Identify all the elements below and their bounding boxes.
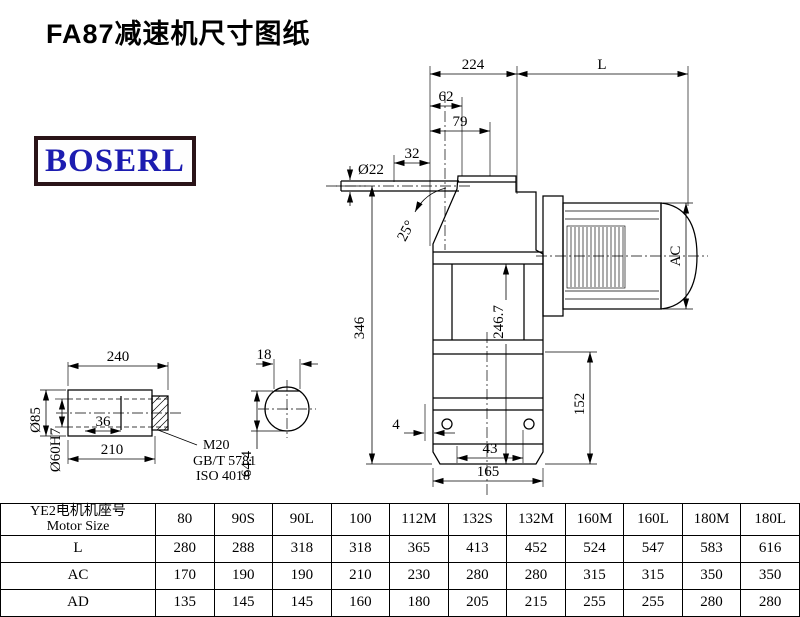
- size-header-cell: 180L: [740, 503, 800, 536]
- header-cn: YE2电机机座号: [30, 504, 126, 519]
- value-cell: 170: [155, 561, 215, 590]
- dim-43: 43: [483, 441, 498, 457]
- dim-246-7: 246.7: [491, 305, 507, 339]
- value-cell: 315: [623, 561, 683, 590]
- size-header-cell: 80: [155, 503, 215, 536]
- value-cell: 318: [272, 534, 332, 563]
- motor-size-header: YE2电机机座号 Motor Size: [0, 503, 156, 536]
- value-cell: 205: [447, 588, 508, 617]
- dim-240: 240: [107, 349, 130, 365]
- motor: [542, 195, 698, 317]
- row-label: L: [0, 534, 156, 563]
- hollow-shaft-view: [67, 389, 169, 437]
- value-cell: 230: [389, 561, 449, 590]
- header-en: Motor Size: [46, 519, 110, 535]
- dim-224: 224: [462, 57, 485, 73]
- value-cell: 524: [564, 534, 625, 563]
- value-cell: 180: [389, 588, 449, 617]
- technical-drawing: 224 L 62 79 32 Ø22 25° 346 246.7 AC 152 …: [28, 57, 708, 496]
- dim-dia22: Ø22: [358, 162, 384, 178]
- dimension-labels: 224 L 62 79 32 Ø22 25° 346 246.7 AC 152 …: [28, 57, 684, 484]
- value-cell: 280: [740, 588, 800, 617]
- value-cell: 452: [506, 534, 566, 563]
- value-cell: 190: [213, 561, 274, 590]
- value-cell: 145: [213, 588, 274, 617]
- shaft-bore-lines: [68, 398, 168, 428]
- motor-body-lines: [565, 210, 659, 300]
- dim-346: 346: [352, 316, 368, 339]
- page-title: FA87减速机尺寸图纸: [46, 19, 311, 49]
- value-cell: 413: [447, 534, 508, 563]
- value-cell: 255: [564, 588, 625, 617]
- dimension-lines: [42, 70, 690, 485]
- centerlines: [56, 92, 708, 496]
- dim-32: 32: [405, 146, 420, 162]
- size-header-cell: 90S: [213, 503, 274, 536]
- dim-AC: AC: [668, 246, 684, 267]
- table-row-L: L 280 288 318 318 365 413 452 524 547 58…: [0, 534, 800, 563]
- dim-165: 165: [477, 464, 500, 480]
- size-header-cell: 132S: [447, 503, 508, 536]
- callout-gbt: GB/T 5781: [193, 454, 256, 469]
- row-label: AC: [0, 561, 156, 590]
- shaft-section-view: [264, 386, 310, 432]
- value-cell: 190: [272, 561, 332, 590]
- size-header-cell: 180M: [681, 503, 742, 536]
- value-cell: 215: [506, 588, 566, 617]
- value-cell: 210: [330, 561, 391, 590]
- dim-64-4: 64.4: [239, 450, 255, 477]
- value-cell: 280: [447, 561, 508, 590]
- value-cell: 255: [623, 588, 683, 617]
- gearbox-housing: [432, 175, 544, 465]
- table-row-AC: AC 170 190 190 210 230 280 280 315 315 3…: [0, 561, 800, 590]
- boserl-logo: BOSERL: [34, 136, 196, 186]
- value-cell: 365: [389, 534, 449, 563]
- value-cell: 280: [681, 588, 742, 617]
- dim-25deg: 25°: [394, 218, 418, 244]
- dim-62: 62: [439, 89, 454, 105]
- value-cell: 288: [213, 534, 274, 563]
- value-cell: 160: [330, 588, 391, 617]
- value-cell: 280: [155, 534, 215, 563]
- dim-L: L: [597, 57, 606, 73]
- thread-hatch: [151, 395, 169, 431]
- value-cell: 616: [740, 534, 800, 563]
- value-cell: 318: [330, 534, 391, 563]
- value-cell: 135: [155, 588, 215, 617]
- size-header-cell: 160L: [623, 503, 683, 536]
- table-row-AD: AD 135 145 145 160 180 205 215 255 255 2…: [0, 588, 800, 617]
- motor-size-table: YE2电机机座号 Motor Size 80 90S 90L 100 112M …: [0, 503, 800, 617]
- dim-210: 210: [101, 442, 124, 458]
- size-header-cell: 112M: [389, 503, 449, 536]
- dim-79: 79: [453, 114, 468, 130]
- dim-36: 36: [96, 414, 112, 430]
- callout-iso: ISO 4018: [196, 469, 250, 484]
- dim-dia60h7: Ø60H7: [48, 427, 64, 472]
- value-cell: 145: [272, 588, 332, 617]
- value-cell: 547: [623, 534, 683, 563]
- value-cell: 350: [681, 561, 742, 590]
- dim-dia85: Ø85: [28, 407, 44, 433]
- logo-text: BOSERL: [45, 142, 185, 179]
- value-cell: 280: [506, 561, 566, 590]
- size-header-cell: 132M: [506, 503, 566, 536]
- value-cell: 315: [564, 561, 625, 590]
- dim-4: 4: [392, 417, 400, 433]
- value-cell: 350: [740, 561, 800, 590]
- callout-m20: M20: [203, 438, 229, 453]
- table-header-row: YE2电机机座号 Motor Size 80 90S 90L 100 112M …: [0, 503, 800, 536]
- dim-18: 18: [257, 347, 272, 363]
- size-header-cell: 90L: [272, 503, 332, 536]
- size-header-cell: 100: [330, 503, 391, 536]
- value-cell: 583: [681, 534, 742, 563]
- dim-152: 152: [572, 393, 588, 416]
- motor-fins: [570, 227, 624, 287]
- row-label: AD: [0, 588, 156, 617]
- size-header-cell: 160M: [564, 503, 625, 536]
